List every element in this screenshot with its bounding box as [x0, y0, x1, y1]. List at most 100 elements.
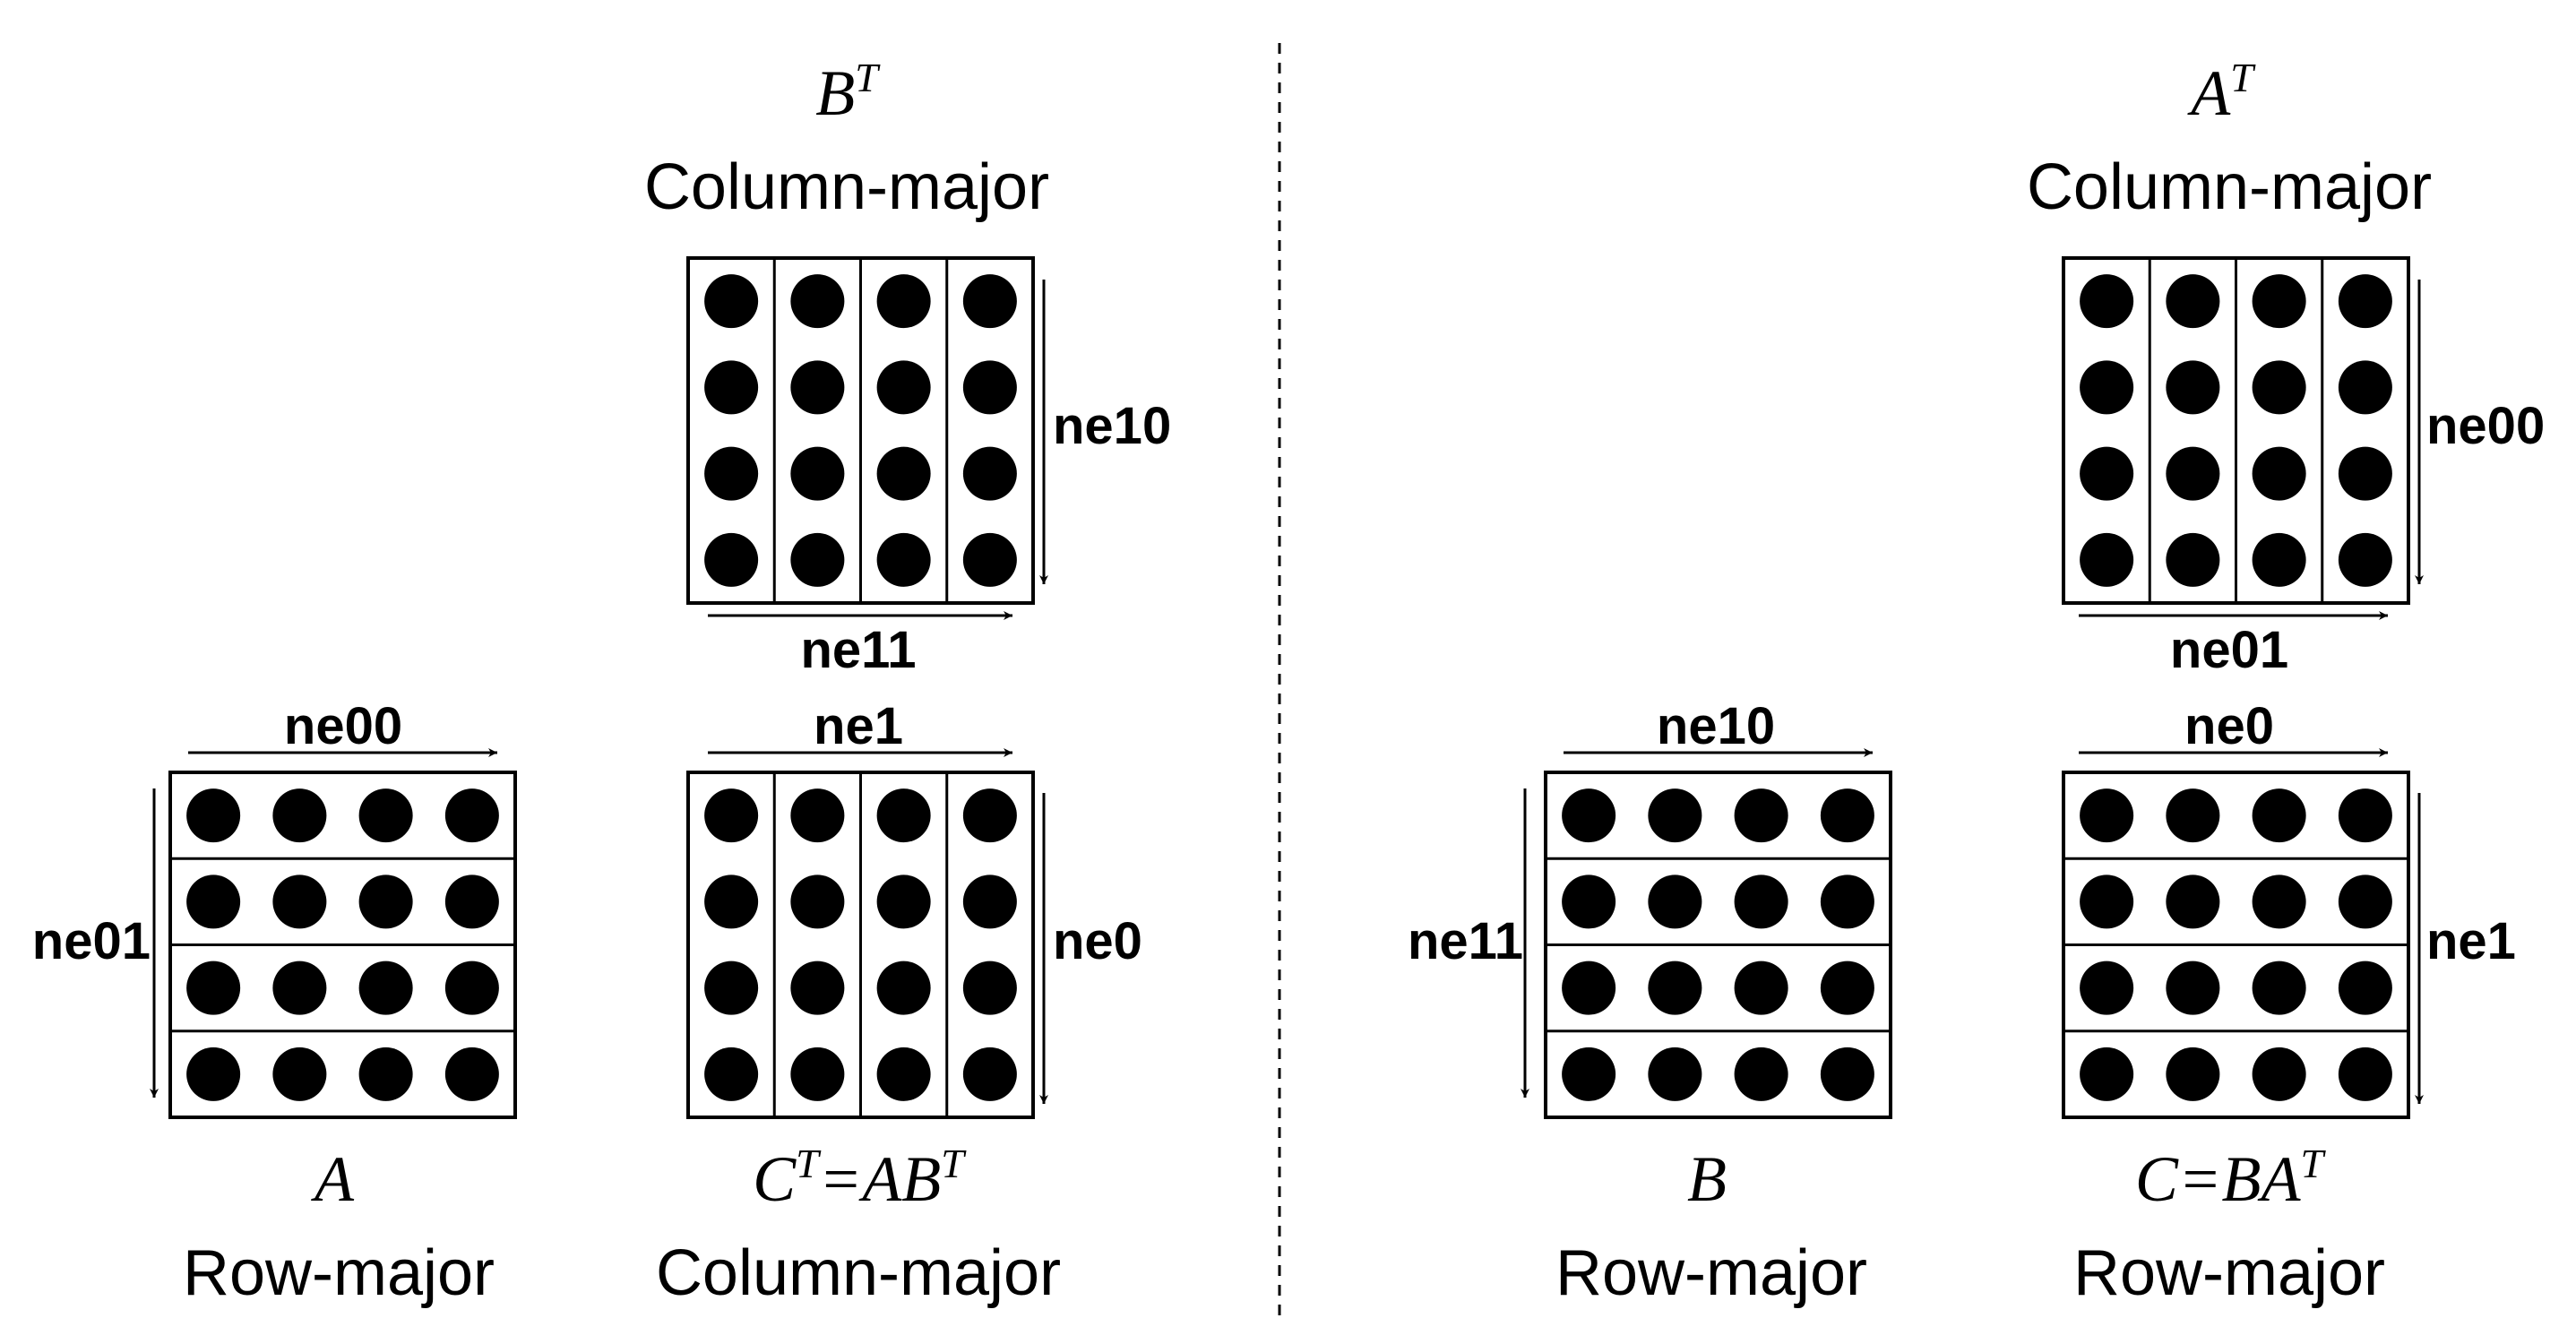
at-title: AT — [2187, 55, 2256, 129]
bt-matrix — [686, 256, 1035, 605]
at-matrix — [2062, 256, 2410, 605]
matrix-element-dot — [876, 961, 931, 1015]
c-order-label: Row-major — [2073, 1237, 2385, 1309]
matrix-element-dot — [1820, 874, 1874, 929]
matrix-element-dot — [186, 874, 241, 929]
matrix-element-dot — [1648, 788, 1702, 843]
matrix-element-dot — [2080, 874, 2134, 929]
matrix-element-dot — [1820, 1047, 1874, 1101]
c-top-label: ne0 — [2184, 697, 2274, 755]
c-matrix — [2062, 771, 2410, 1119]
matrix-element-dot — [444, 874, 499, 929]
matrix-element-dot — [2080, 274, 2134, 329]
matrix-element-dot — [876, 360, 931, 415]
matrix-element-dot — [790, 961, 845, 1015]
matrix-element-dot — [186, 1047, 241, 1101]
b-order-label: Row-major — [1555, 1237, 1867, 1309]
matrix-element-dot — [962, 446, 1017, 501]
matrix-element-dot — [1734, 874, 1788, 929]
matrix-element-dot — [962, 532, 1017, 587]
matrix-element-dot — [962, 961, 1017, 1015]
bt-order-label: Column-major — [644, 151, 1049, 223]
matrix-element-dot — [2166, 360, 2220, 415]
matrix-element-dot — [1648, 961, 1702, 1015]
matrix-element-dot — [272, 788, 327, 843]
matrix-element-dot — [2080, 532, 2134, 587]
b-matrix — [1544, 771, 1892, 1119]
matrix-element-dot — [444, 961, 499, 1015]
matrix-element-dot — [2252, 274, 2306, 329]
matrix-element-dot — [2166, 532, 2220, 587]
matrix-element-dot — [1562, 1047, 1616, 1101]
bt-bottom-label: ne11 — [801, 621, 917, 679]
a-top-label: ne00 — [284, 697, 402, 755]
matrix-element-dot — [2166, 788, 2220, 843]
matrix-element-dot — [186, 961, 241, 1015]
matrix-element-dot — [876, 532, 931, 587]
matrix-element-dot — [2252, 788, 2306, 843]
matrix-element-dot — [790, 532, 845, 587]
matrix-element-dot — [2252, 1047, 2306, 1101]
matrix-element-dot — [790, 446, 845, 501]
matrix-element-dot — [704, 274, 759, 329]
ct-order-label: Column-major — [656, 1237, 1061, 1309]
matrix-element-dot — [358, 788, 413, 843]
matrix-element-dot — [2338, 532, 2392, 587]
matrix-element-dot — [444, 1047, 499, 1101]
matrix-element-dot — [272, 961, 327, 1015]
matrix-element-dot — [876, 1047, 931, 1101]
ct-formula: CT=ABT — [753, 1141, 967, 1215]
matrix-element-dot — [962, 788, 1017, 843]
matrix-element-dot — [704, 360, 759, 415]
at-side-label: ne00 — [2426, 397, 2545, 455]
matrix-element-dot — [2166, 961, 2220, 1015]
matrix-element-dot — [962, 274, 1017, 329]
matrix-element-dot — [704, 961, 759, 1015]
matrix-element-dot — [876, 874, 931, 929]
matrix-element-dot — [790, 360, 845, 415]
matrix-element-dot — [1820, 961, 1874, 1015]
matrix-element-dot — [2338, 274, 2392, 329]
matrix-element-dot — [2166, 1047, 2220, 1101]
a-matrix — [168, 771, 517, 1119]
matrix-element-dot — [2080, 788, 2134, 843]
matrix-element-dot — [2166, 274, 2220, 329]
matrix-element-dot — [2252, 360, 2306, 415]
matrix-element-dot — [2080, 1047, 2134, 1101]
b-title: B — [1687, 1143, 1727, 1215]
matrix-element-dot — [2080, 446, 2134, 501]
at-order-label: Column-major — [2027, 151, 2432, 223]
matrix-element-dot — [1734, 961, 1788, 1015]
matrix-element-dot — [1734, 1047, 1788, 1101]
matrix-element-dot — [444, 788, 499, 843]
matrix-element-dot — [358, 1047, 413, 1101]
matrix-element-dot — [704, 874, 759, 929]
a-side-label: ne01 — [32, 912, 151, 970]
b-side-label: ne11 — [1408, 912, 1523, 970]
matrix-element-dot — [358, 874, 413, 929]
matrix-element-dot — [186, 788, 241, 843]
matrix-element-dot — [790, 274, 845, 329]
matrix-element-dot — [2252, 446, 2306, 501]
matrix-element-dot — [1734, 788, 1788, 843]
at-bottom-label: ne01 — [2170, 621, 2288, 679]
matrix-element-dot — [962, 874, 1017, 929]
matrix-element-dot — [704, 1047, 759, 1101]
c-side-label: ne1 — [2426, 912, 2516, 970]
matrix-element-dot — [1562, 961, 1616, 1015]
ct-top-label: ne1 — [814, 697, 903, 755]
matrix-element-dot — [358, 961, 413, 1015]
matrix-element-dot — [876, 274, 931, 329]
matrix-element-dot — [2080, 961, 2134, 1015]
matrix-element-dot — [2338, 360, 2392, 415]
matrix-element-dot — [790, 788, 845, 843]
matrix-element-dot — [876, 788, 931, 843]
matrix-element-dot — [704, 532, 759, 587]
matrix-element-dot — [790, 874, 845, 929]
c-formula: C=BAT — [2135, 1141, 2327, 1215]
bt-title: BT — [815, 55, 881, 129]
bt-side-label: ne10 — [1053, 397, 1171, 455]
b-top-label: ne10 — [1657, 697, 1775, 755]
matrix-element-dot — [962, 360, 1017, 415]
